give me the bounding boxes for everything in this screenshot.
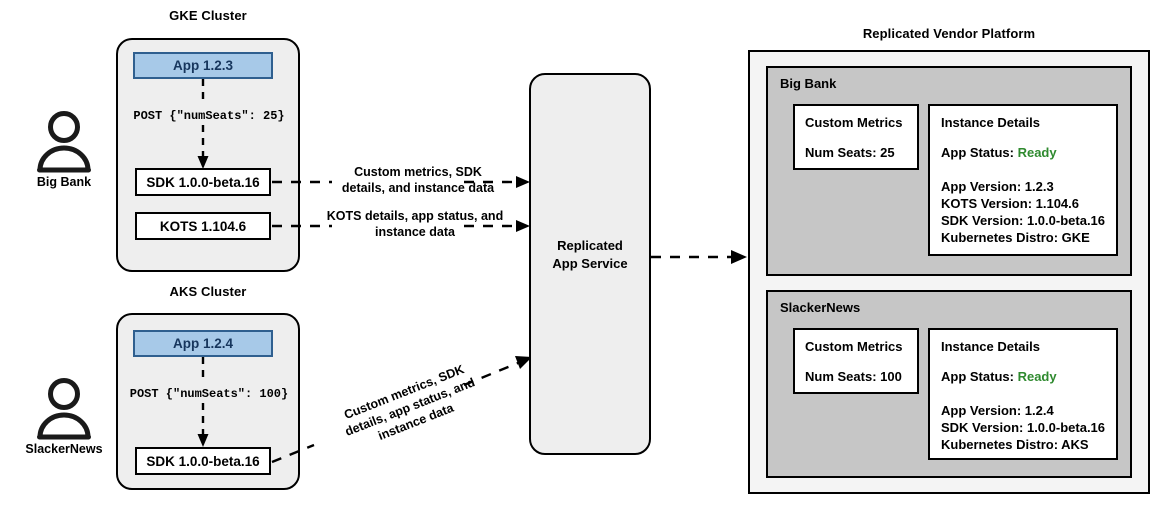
status-badge: Ready bbox=[1017, 369, 1057, 384]
app-status-label: App Status: bbox=[941, 369, 1014, 384]
arrow-app-to-sdk-aks bbox=[188, 357, 218, 449]
customer-name-slackernews: SlackerNews bbox=[780, 300, 861, 315]
instance-row: Kubernetes Distro: GKE bbox=[941, 230, 1090, 245]
edge-label-line: instance data bbox=[375, 225, 455, 239]
instance-row: SDK Version: 1.0.0-beta.16 bbox=[941, 420, 1106, 435]
sdk-box-gke[interactable]: SDK 1.0.0-beta.16 bbox=[135, 168, 271, 196]
actor-label-big-bank: Big Bank bbox=[36, 175, 92, 189]
edge-label-line: Custom metrics, SDK bbox=[354, 165, 482, 179]
person-icon bbox=[28, 375, 100, 440]
custom-metrics-row-big-bank: Num Seats: 25 bbox=[805, 145, 895, 160]
connector-service-to-platform bbox=[651, 247, 751, 267]
custom-metrics-title-slackernews: Custom Metrics bbox=[805, 339, 903, 354]
connector-sdk-gke-to-service bbox=[272, 172, 532, 192]
instance-details-panel-big-bank bbox=[928, 104, 1118, 256]
custom-metrics-row-slackernews: Num Seats: 100 bbox=[805, 369, 902, 384]
instance-row: App Version: 1.2.3 bbox=[941, 179, 1054, 194]
app-status-row-slackernews: App Status: Ready bbox=[941, 369, 1057, 384]
sdk-box-aks[interactable]: SDK 1.0.0-beta.16 bbox=[135, 447, 271, 475]
replicated-app-service-box[interactable] bbox=[529, 73, 651, 455]
edge-label-line: KOTS details, app status, and bbox=[326, 209, 504, 223]
instance-row: KOTS Version: 1.104.6 bbox=[941, 196, 1080, 211]
instance-row: SDK Version: 1.0.0-beta.16 bbox=[941, 213, 1106, 228]
kots-box-gke[interactable]: KOTS 1.104.6 bbox=[135, 212, 271, 240]
app-status-row-big-bank: App Status: Ready bbox=[941, 145, 1057, 160]
edge-label-line: details, and instance data bbox=[341, 181, 495, 195]
actor-label-slackernews: SlackerNews bbox=[25, 442, 103, 456]
instance-details-title-big-bank: Instance Details bbox=[941, 115, 1040, 130]
cluster-title-gke: GKE Cluster bbox=[169, 8, 247, 23]
custom-metrics-title-big-bank: Custom Metrics bbox=[805, 115, 903, 130]
edge-label-sdk-gke: Custom metrics, SDK details, and instanc… bbox=[334, 164, 502, 196]
arrow-app-to-sdk-gke bbox=[188, 79, 218, 171]
customer-name-big-bank: Big Bank bbox=[780, 76, 837, 91]
instance-row: App Version: 1.2.4 bbox=[941, 403, 1054, 418]
connector-sdk-aks-to-service bbox=[271, 340, 534, 470]
edge-label-kots-gke: KOTS details, app status, and instance d… bbox=[320, 208, 510, 240]
post-payload-gke: POST {"numSeats": 25} bbox=[133, 109, 285, 123]
person-icon bbox=[28, 108, 100, 173]
service-label-line-1: Replicated bbox=[557, 238, 623, 253]
instance-details-panel-slackernews bbox=[928, 328, 1118, 460]
custom-metrics-panel-slackernews bbox=[793, 328, 919, 394]
app-box-aks[interactable]: App 1.2.4 bbox=[133, 330, 273, 357]
instance-row: Kubernetes Distro: AKS bbox=[941, 437, 1089, 452]
connector-kots-gke-to-service bbox=[272, 216, 532, 236]
custom-metrics-panel-big-bank bbox=[793, 104, 919, 170]
post-payload-aks: POST {"numSeats": 100} bbox=[129, 387, 289, 401]
status-badge: Ready bbox=[1017, 145, 1057, 160]
app-box-gke[interactable]: App 1.2.3 bbox=[133, 52, 273, 79]
replicated-app-service-label: Replicated App Service bbox=[529, 237, 651, 273]
instance-details-title-slackernews: Instance Details bbox=[941, 339, 1040, 354]
cluster-title-aks: AKS Cluster bbox=[169, 284, 247, 299]
app-status-label: App Status: bbox=[941, 145, 1014, 160]
platform-title: Replicated Vendor Platform bbox=[862, 26, 1036, 41]
service-label-line-2: App Service bbox=[552, 256, 628, 271]
